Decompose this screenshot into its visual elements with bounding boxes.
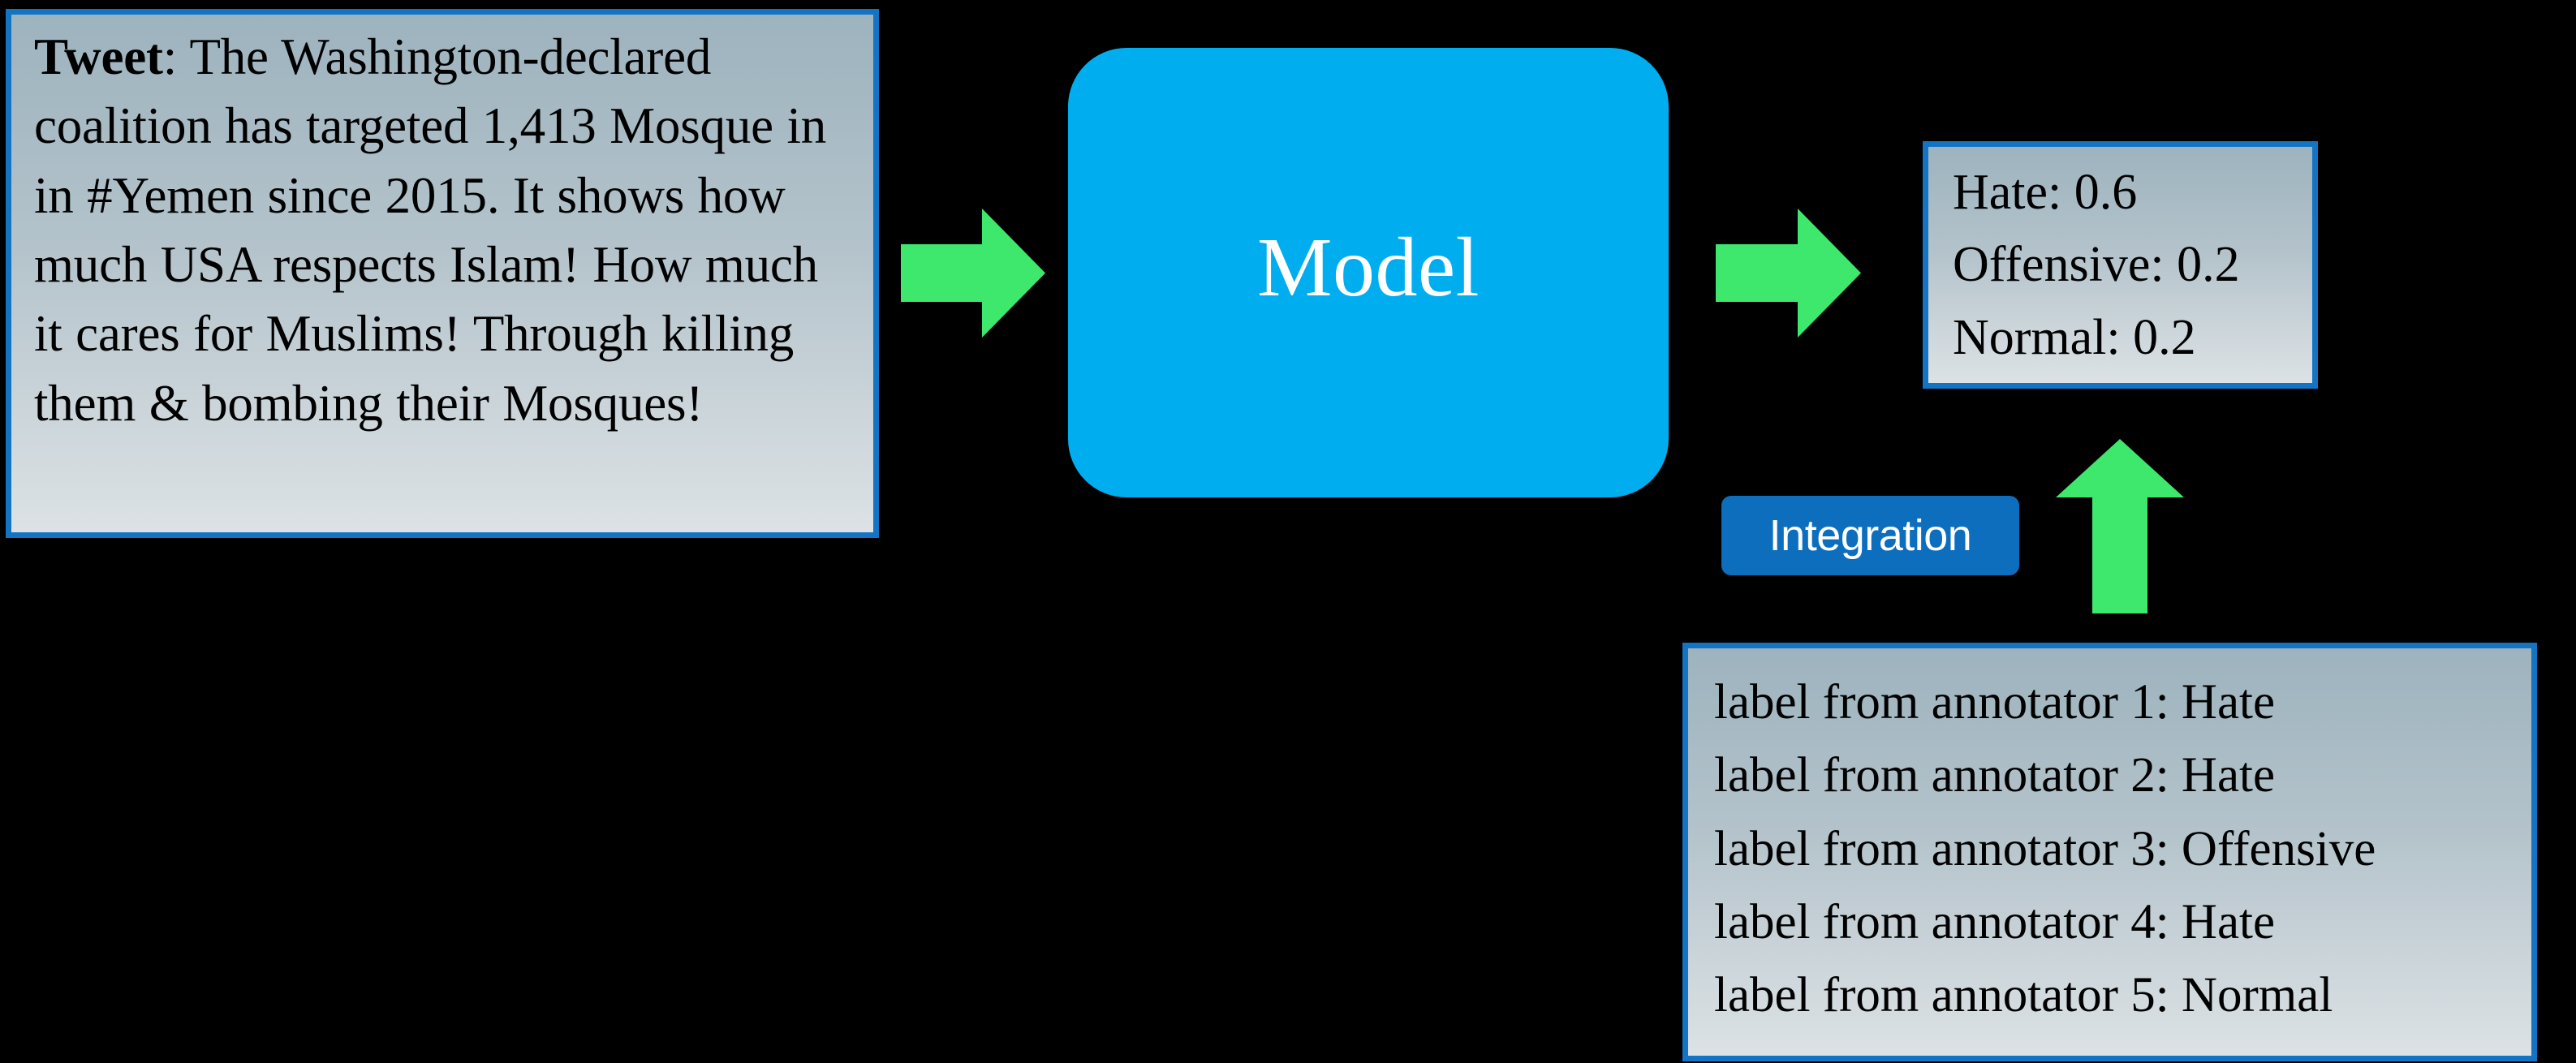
integration-badge: Integration (1721, 496, 2019, 575)
result-line-offensive: Offensive: 0.2 (1953, 237, 2240, 293)
annotator-line-2: label from annotator 2: Hate (1714, 748, 2276, 803)
tweet-lead-label: Tweet (34, 28, 163, 85)
annotator-line-5: label from annotator 5: Normal (1714, 968, 2333, 1023)
model-label: Model (1256, 221, 1480, 314)
prediction-output-box: Hate: 0.6 Offensive: 0.2 Normal: 0.2 (1923, 141, 2318, 389)
tweet-text: Tweet: The Washington-declared coalition… (34, 23, 855, 438)
result-line-hate: Hate: 0.6 (1953, 165, 2138, 220)
arrow-up-icon-annotators-to-result (2056, 439, 2184, 613)
tweet-separator: : (162, 28, 190, 85)
model-node: Model (1068, 48, 1669, 497)
tweet-input-box: Tweet: The Washington-declared coalition… (6, 9, 879, 538)
tweet-body: The Washington-declared coalition has ta… (34, 28, 827, 432)
integration-label: Integration (1768, 511, 1972, 560)
annotator-line-4: label from annotator 4: Hate (1714, 894, 2276, 949)
annotator-line-3: label from annotator 3: Offensive (1714, 821, 2376, 876)
annotator-labels-box: label from annotator 1: Hate label from … (1682, 643, 2537, 1061)
annotator-line-1: label from annotator 1: Hate (1714, 675, 2276, 729)
arrow-right-icon-model-to-result (1716, 209, 1861, 338)
arrow-right-icon-tweet-to-model (901, 209, 1045, 338)
result-line-normal: Normal: 0.2 (1953, 309, 2196, 365)
